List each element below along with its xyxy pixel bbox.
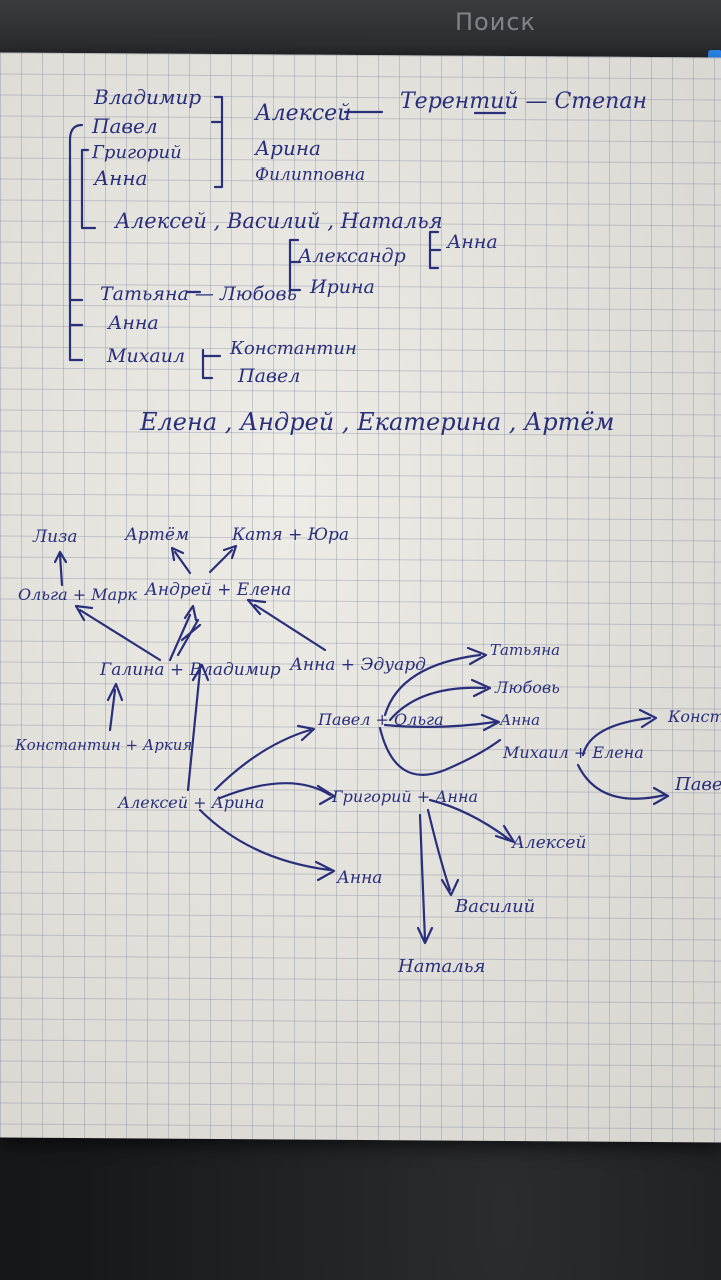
graph-node-liza: Лиза (32, 527, 78, 547)
graph-node-pavel-olga: Павел + Ольга (317, 710, 444, 729)
tree-children-line: Алексей , Василий , Наталья (113, 209, 443, 233)
tree-name: Терентий — Степан (400, 89, 647, 114)
tree-name: Арина (253, 136, 321, 160)
graph-node-anna: Анна (499, 711, 540, 729)
tree-brackets (68, 95, 507, 380)
tree-name: Павел (91, 114, 158, 138)
tree-name: Ирина (309, 276, 375, 298)
tree-name: Михаил (106, 345, 185, 367)
tree-name: Анна (92, 166, 147, 190)
graph-node-anna-eduard: Анна + Эдуард (289, 655, 426, 675)
tree-name: Григорий (91, 142, 182, 163)
graph-node-aleksey-child: Алексей (511, 833, 586, 853)
graph-node-grigory-anna: Григорий + Анна (331, 787, 478, 806)
graph-node-galina-vladimir: Галина + Владимир (99, 660, 281, 680)
graph-node-olga-mark: Ольга + Марк (18, 585, 137, 604)
tree-name: Анна (445, 231, 498, 253)
tree-name: Константин (229, 338, 357, 359)
search-reflection: Поиск (455, 8, 537, 36)
graph-node-andrey-elena: Андрей + Елена (144, 580, 291, 600)
graph-node-katya-yura: Катя + Юра (231, 525, 349, 545)
tree-bottom-line: Елена , Андрей , Екатерина , Артём (139, 408, 614, 436)
graph-node-natalya: Наталья (397, 956, 485, 977)
graph-arrows (53, 544, 670, 945)
tree-name: Павел (237, 365, 300, 387)
tree-name: Филипповна (255, 165, 365, 185)
graph-node-konstantin: Констан (667, 707, 721, 726)
graph-node-konstantin-arkiya: Константин + Аркия (14, 736, 192, 754)
tree-name: Анна (106, 312, 159, 334)
graph-node-tatiana: Татьяна (490, 641, 560, 659)
tree-name: Александр (296, 245, 406, 267)
graph-node-anna-child: Анна (336, 868, 382, 888)
tree-name: Владимир (93, 85, 201, 109)
graph-node-vasily: Василий (454, 896, 535, 917)
tree-name: Татьяна — Любовь (100, 283, 297, 305)
graph-node-aleksey-arina: Алексей + Арина (117, 793, 264, 812)
graph-node-pavel: Павел (674, 774, 721, 795)
graph-node-artem: Артём (124, 525, 189, 545)
tree-name: Алексей (253, 101, 351, 126)
graph-node-lyubov: Любовь (494, 678, 560, 697)
graph-node-mikhail-elena: Михаил + Елена (502, 743, 644, 762)
